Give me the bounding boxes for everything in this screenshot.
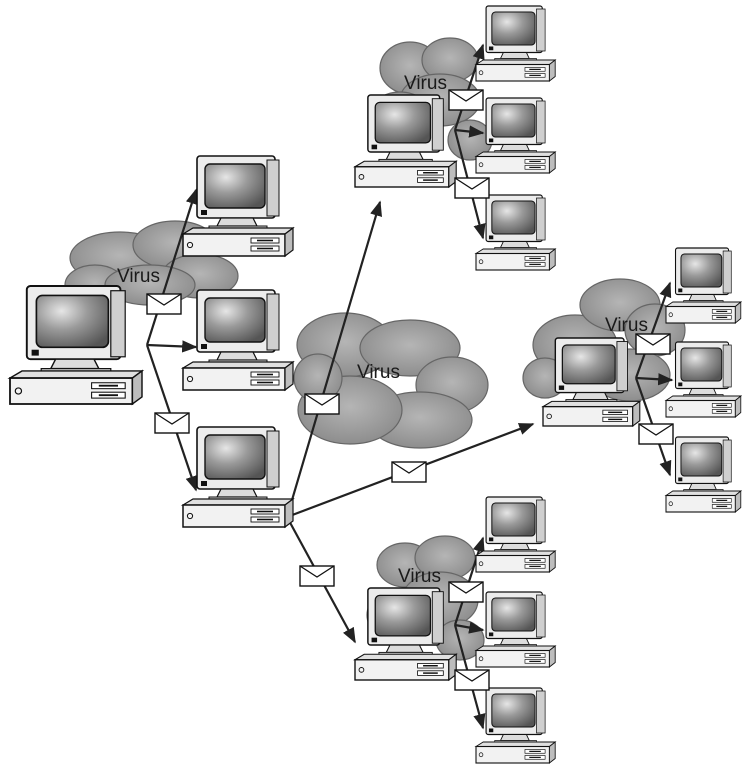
email-envelope	[454, 669, 490, 691]
virus-label-left: Virus	[117, 266, 160, 287]
email-envelope	[448, 581, 484, 603]
computer-right-cluster-3	[665, 436, 742, 513]
arrow-hub-to-top-cluster	[285, 200, 382, 518]
virus-label-center: Virus	[357, 362, 400, 383]
email-envelope	[304, 393, 340, 415]
email-envelope	[448, 89, 484, 111]
virus-label-right: Virus	[605, 315, 648, 336]
virus-label-top: Virus	[404, 73, 447, 94]
computer-hop1-middle	[182, 289, 294, 391]
virus-label-bottom: Virus	[398, 566, 441, 587]
arrow-source-to-middle	[146, 340, 198, 353]
computer-hop1-top	[182, 155, 294, 257]
computer-top-cluster-center	[354, 94, 457, 188]
computer-top-cluster-2	[475, 97, 556, 174]
computer-bottom-cluster-2	[475, 591, 556, 668]
email-envelope	[638, 423, 674, 445]
computer-right-cluster-2	[665, 341, 742, 418]
email-envelope	[299, 565, 335, 587]
computer-bottom-cluster-1	[475, 496, 556, 573]
computer-right-cluster-center	[542, 337, 641, 427]
arrow-source-to-top	[145, 188, 198, 346]
computer-bottom-cluster-center	[354, 587, 457, 681]
source-computer	[9, 285, 143, 405]
computer-top-cluster-3	[475, 194, 556, 271]
email-envelope	[454, 177, 490, 199]
virus-cloud-center	[293, 312, 489, 449]
computer-hop1-hub	[182, 426, 294, 528]
computer-bottom-cluster-3	[475, 687, 556, 764]
computer-top-cluster-1	[475, 5, 556, 82]
email-envelope	[146, 293, 182, 315]
email-envelope	[391, 461, 427, 483]
email-envelope	[154, 412, 190, 434]
email-envelope	[635, 333, 671, 355]
computer-right-cluster-1	[665, 247, 742, 324]
